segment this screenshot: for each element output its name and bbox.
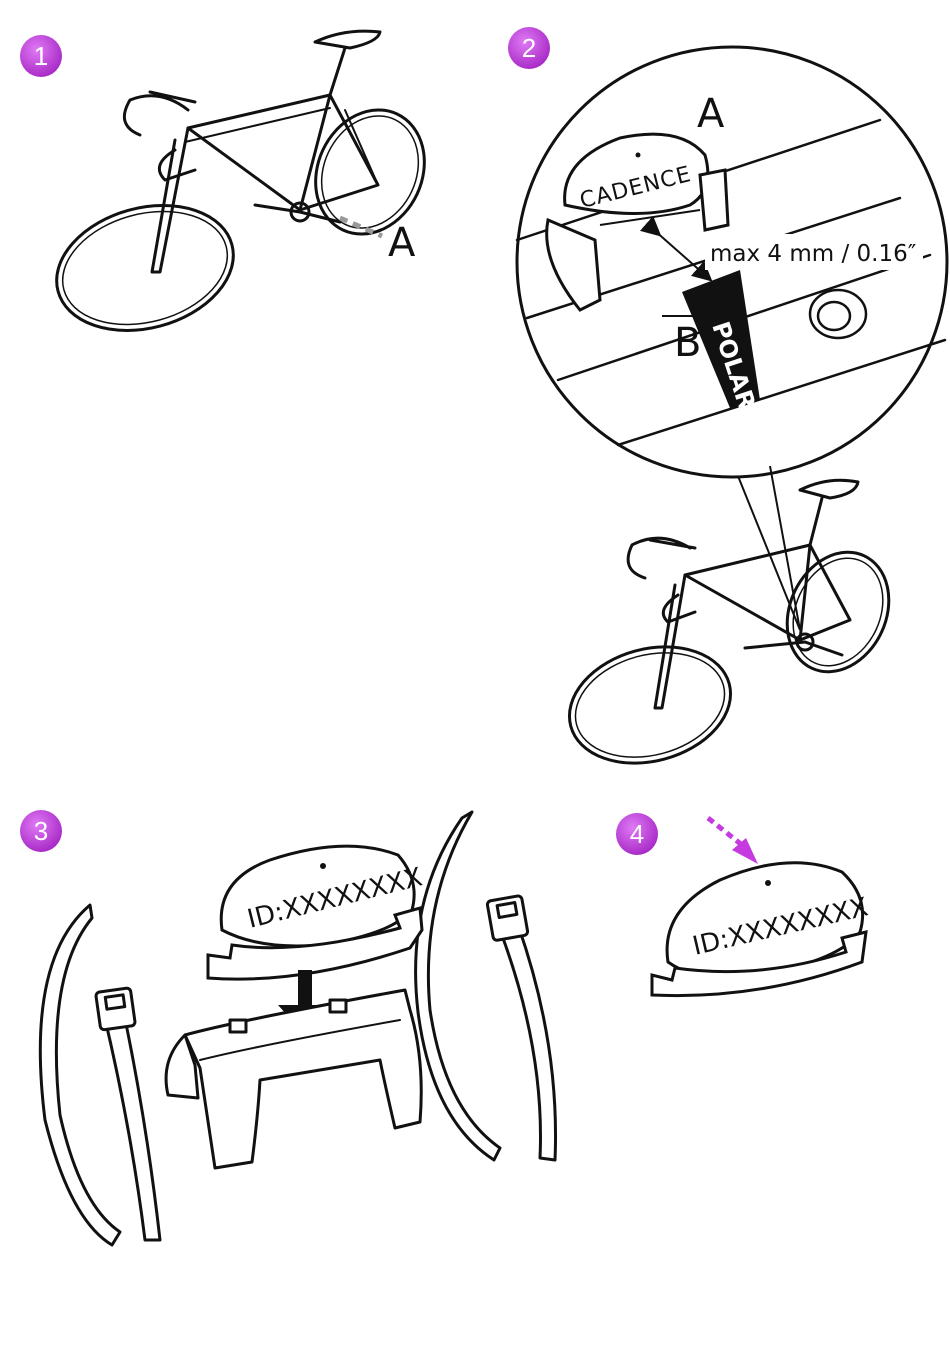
zip-tie-left [40, 905, 160, 1245]
step-3: 3 ID:XXXXXXXX [20, 810, 556, 1245]
zip-tie-right [416, 812, 556, 1160]
step-2-label-b: B [674, 320, 701, 366]
cadence-sensor-top: ID:XXXXXXXX [208, 846, 425, 979]
step-2-badge: 2 [508, 27, 550, 69]
step-3-number: 3 [34, 816, 48, 846]
magenta-dashed-arrow [708, 818, 742, 845]
step-2-number: 2 [522, 33, 536, 63]
step-4-badge: 4 [616, 813, 658, 855]
bicycle-icon-step-2 [556, 480, 907, 780]
step-3-badge: 3 [20, 810, 62, 852]
step-4: 4 ID:XXXXXXXX [616, 813, 871, 996]
step-1-badge: 1 [20, 35, 62, 77]
step-1-number: 1 [34, 41, 48, 71]
step-2-label-a: A [697, 91, 725, 137]
cadence-sensor-step-4: ID:XXXXXXXX [652, 863, 871, 996]
gap-note: max 4 mm / 0.16″ [710, 241, 917, 267]
step-2: 2 POLAR CADENCE [508, 27, 947, 780]
step-1-label-a: A [388, 220, 416, 266]
bicycle-icon [43, 31, 445, 349]
step-1: 1 A [20, 31, 444, 349]
step-4-number: 4 [630, 819, 644, 849]
sensor-bracket [166, 990, 421, 1168]
